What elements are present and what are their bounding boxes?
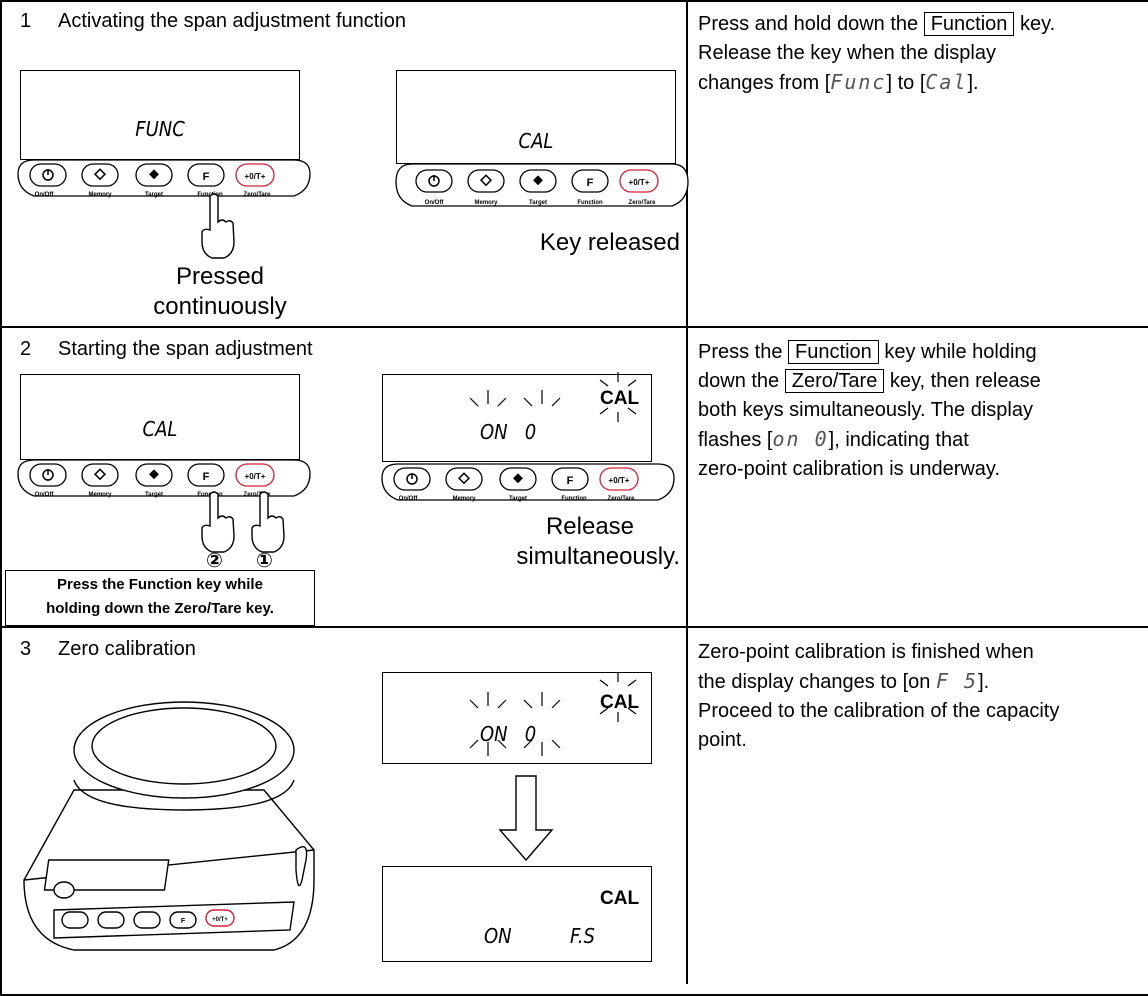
- display-panel: CAL: [20, 374, 300, 460]
- keypad: F +0/T+ On/Off Memory Target Function Ze…: [378, 460, 678, 527]
- svg-text:Zero/Tare: Zero/Tare: [629, 200, 657, 206]
- svg-text:Target: Target: [145, 492, 163, 498]
- svg-text:F: F: [567, 475, 574, 487]
- display-panel: CAL: [396, 70, 676, 164]
- display-text-on-0: ON 0: [480, 722, 537, 746]
- display-text-on-0: ON 0: [480, 420, 537, 444]
- display-text-fs: F.S: [570, 924, 595, 948]
- svg-text:Memory: Memory: [452, 496, 476, 502]
- zero-tare-key-label: Zero/Tare: [784, 369, 885, 393]
- caption-key-released: Key released: [539, 229, 680, 256]
- segment-f-5: F 5: [935, 669, 979, 693]
- display-text: FUNC: [135, 117, 185, 141]
- svg-text:Memory: Memory: [88, 192, 112, 198]
- column-divider: [686, 0, 688, 984]
- svg-text:F: F: [587, 177, 594, 189]
- caption-release-simultaneously: Release simultaneously.: [516, 513, 680, 570]
- svg-text:Zero/Tare: Zero/Tare: [244, 192, 272, 198]
- keypad: F +0/T+ On/Off Memory Target Function Ze…: [14, 456, 314, 523]
- svg-text:F: F: [203, 171, 210, 183]
- step-2-description: Press the Function key while holding dow…: [698, 340, 1041, 480]
- svg-text:+0/T+: +0/T+: [245, 172, 266, 181]
- svg-text:F: F: [203, 471, 210, 483]
- svg-text:+0/T+: +0/T+: [245, 472, 266, 481]
- pressing-finger-icon: [196, 192, 240, 267]
- svg-text:Zero/Tare: Zero/Tare: [244, 492, 272, 498]
- svg-text:On/Off: On/Off: [35, 192, 55, 198]
- function-key-label: Function: [788, 340, 879, 364]
- display-text: CAL: [518, 129, 554, 153]
- display-cal-label: CAL: [600, 692, 640, 713]
- svg-text:Target: Target: [529, 200, 547, 206]
- svg-text:+0/T+: +0/T+: [609, 476, 630, 485]
- svg-text:Target: Target: [145, 192, 163, 198]
- segment-cal: Cal: [925, 70, 968, 94]
- keypad: F +0/T+ On/Off Memory Target Function Ze…: [14, 156, 314, 223]
- down-arrow-icon: [496, 774, 556, 869]
- marker-1: ①: [256, 550, 273, 572]
- segment-func: Func: [830, 70, 887, 94]
- row-divider-1: [0, 326, 1148, 328]
- step-1-description: Press and hold down the Function key. Re…: [698, 12, 1056, 94]
- flash-rays-icon: [440, 660, 660, 785]
- svg-text:Zero/Tare: Zero/Tare: [608, 496, 636, 502]
- svg-text:Memory: Memory: [474, 200, 498, 206]
- flash-rays-icon: [440, 370, 660, 465]
- display-cal-label: CAL: [600, 888, 640, 909]
- svg-text:On/Off: On/Off: [35, 492, 55, 498]
- svg-text:Function: Function: [561, 496, 587, 502]
- row-divider-2: [0, 626, 1148, 628]
- svg-text:Target: Target: [509, 496, 527, 502]
- display-text-on: ON: [484, 924, 512, 948]
- function-key-label: Function: [923, 12, 1015, 36]
- caption-pressed: Pressed continuously: [153, 263, 287, 320]
- pressing-finger-icon: [246, 490, 290, 559]
- display-panel: [382, 374, 652, 462]
- marker-2: ②: [206, 550, 223, 572]
- segment-on-0: on 0: [772, 427, 829, 451]
- display-text: CAL: [142, 417, 178, 441]
- pressing-finger-icon: [196, 490, 240, 559]
- display-panel: [382, 672, 652, 764]
- keypad: F +0/T+ On/Off Memory Target Function Ze…: [392, 160, 692, 227]
- svg-text:Function: Function: [577, 200, 603, 206]
- svg-text:On/Off: On/Off: [399, 496, 419, 502]
- display-panel: [382, 866, 652, 962]
- display-cal-label: CAL: [600, 388, 640, 409]
- instruction-note: Press the Function key while holding dow…: [5, 570, 315, 626]
- step-3-description: Zero-point calibration is finished when …: [698, 641, 1060, 751]
- svg-text:F: F: [181, 918, 186, 925]
- svg-text:On/Off: On/Off: [425, 200, 445, 206]
- balance-illustration: +0/T+ F: [14, 680, 324, 975]
- svg-text:+0/T+: +0/T+: [629, 178, 650, 187]
- svg-text:Memory: Memory: [88, 492, 112, 498]
- svg-text:+0/T+: +0/T+: [212, 917, 228, 923]
- display-panel: FUNC: [20, 70, 300, 160]
